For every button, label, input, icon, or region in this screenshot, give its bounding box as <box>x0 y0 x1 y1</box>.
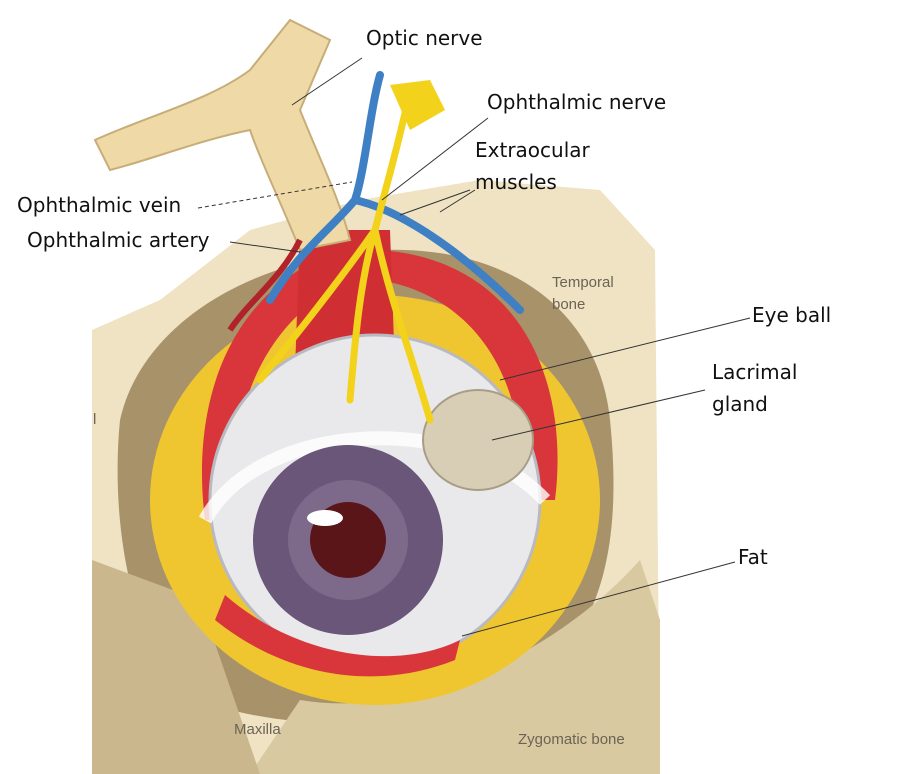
label-eye-ball: Eye ball <box>752 303 832 327</box>
ophthalmic-nerve <box>256 86 434 424</box>
label-temporal-line1: Temporal <box>552 274 614 291</box>
label-ophthalmic-nerve: Ophthalmic nerve <box>487 90 667 114</box>
label-lacrimal-line2: gland <box>712 392 768 416</box>
label-cut-fragment: l <box>93 411 97 428</box>
label-maxilla: Maxilla <box>234 721 281 738</box>
maxilla-bone <box>92 560 260 774</box>
label-lacrimal-line1: Lacrimal <box>712 360 798 384</box>
lacrimal-gland <box>422 389 534 491</box>
label-ophthalmic-vein: Ophthalmic vein <box>17 193 182 217</box>
eye-highlight <box>307 510 343 526</box>
zygomatic-bone <box>250 560 660 774</box>
ophthalmic-vein <box>266 71 524 314</box>
label-extraocular-line1: Extraocular <box>475 138 590 162</box>
ophthalmic-artery <box>227 238 303 332</box>
label-temporal-line2: bone <box>552 296 586 313</box>
label-optic-nerve: Optic nerve <box>366 26 483 50</box>
label-fat: Fat <box>738 545 768 569</box>
label-extraocular-line2: muscles <box>475 170 557 194</box>
muscle-inferior <box>215 595 460 677</box>
leader-lines <box>197 57 751 637</box>
nerve-root <box>390 80 445 130</box>
label-ophthalmic-artery: Ophthalmic artery <box>27 228 210 252</box>
optic-nerve-structure <box>93 18 352 252</box>
label-zygomatic-bone: Zygomatic bone <box>518 731 625 748</box>
